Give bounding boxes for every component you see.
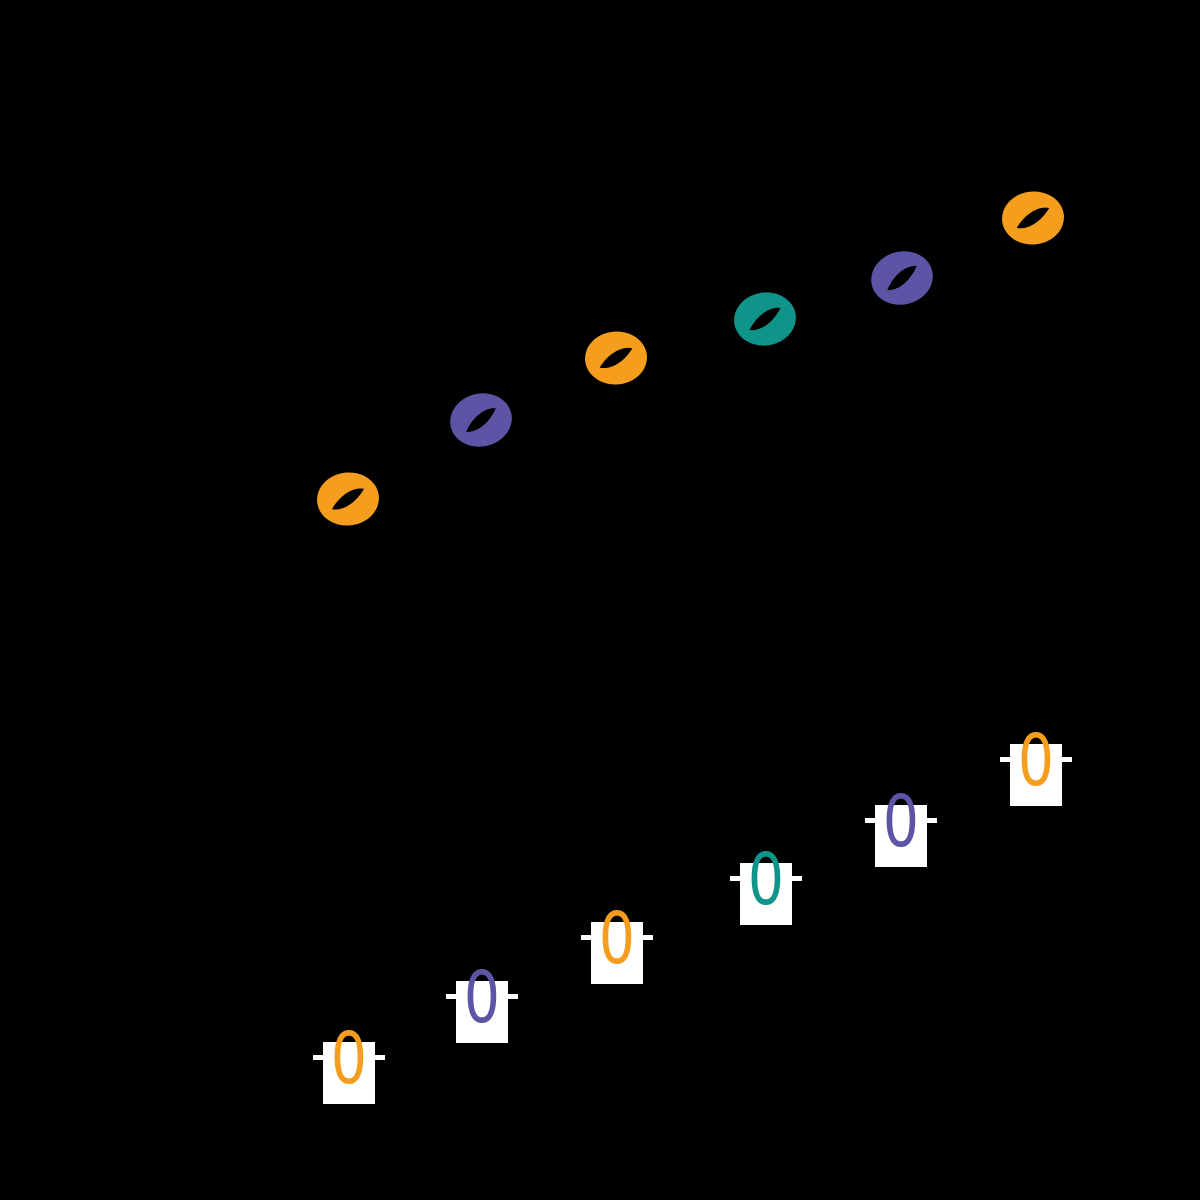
marker-right-cap <box>792 876 802 881</box>
marker-label-box <box>591 922 643 984</box>
ring-marker-icon <box>317 472 379 526</box>
zero-glyph: 0 <box>598 896 636 980</box>
zero-glyph: 0 <box>747 837 785 921</box>
marker-label-box <box>1010 744 1062 806</box>
zero-glyph: 0 <box>1017 718 1055 802</box>
marker-left-cap <box>446 994 456 999</box>
ring-marker-icon <box>450 393 512 447</box>
marker-label-box <box>875 805 927 867</box>
marker-left-cap <box>865 818 875 823</box>
marker-right-cap <box>375 1055 385 1060</box>
marker-left-cap <box>730 876 740 881</box>
marker-label-box <box>740 863 792 925</box>
ring-marker-icon <box>1002 191 1064 245</box>
marker-label-box <box>323 1042 375 1104</box>
marker-right-cap <box>508 994 518 999</box>
ring-marker-icon <box>585 331 647 385</box>
zero-glyph: 0 <box>330 1016 368 1100</box>
zero-glyph: 0 <box>463 955 501 1039</box>
marker-right-cap <box>1062 757 1072 762</box>
ring-marker-icon <box>734 292 796 346</box>
marker-left-cap <box>313 1055 323 1060</box>
zero-glyph: 0 <box>882 779 920 863</box>
marker-left-cap <box>1000 757 1010 762</box>
marker-right-cap <box>643 935 653 940</box>
marker-left-cap <box>581 935 591 940</box>
marker-label-box <box>456 981 508 1043</box>
marker-right-cap <box>927 818 937 823</box>
ring-marker-icon <box>871 251 933 305</box>
